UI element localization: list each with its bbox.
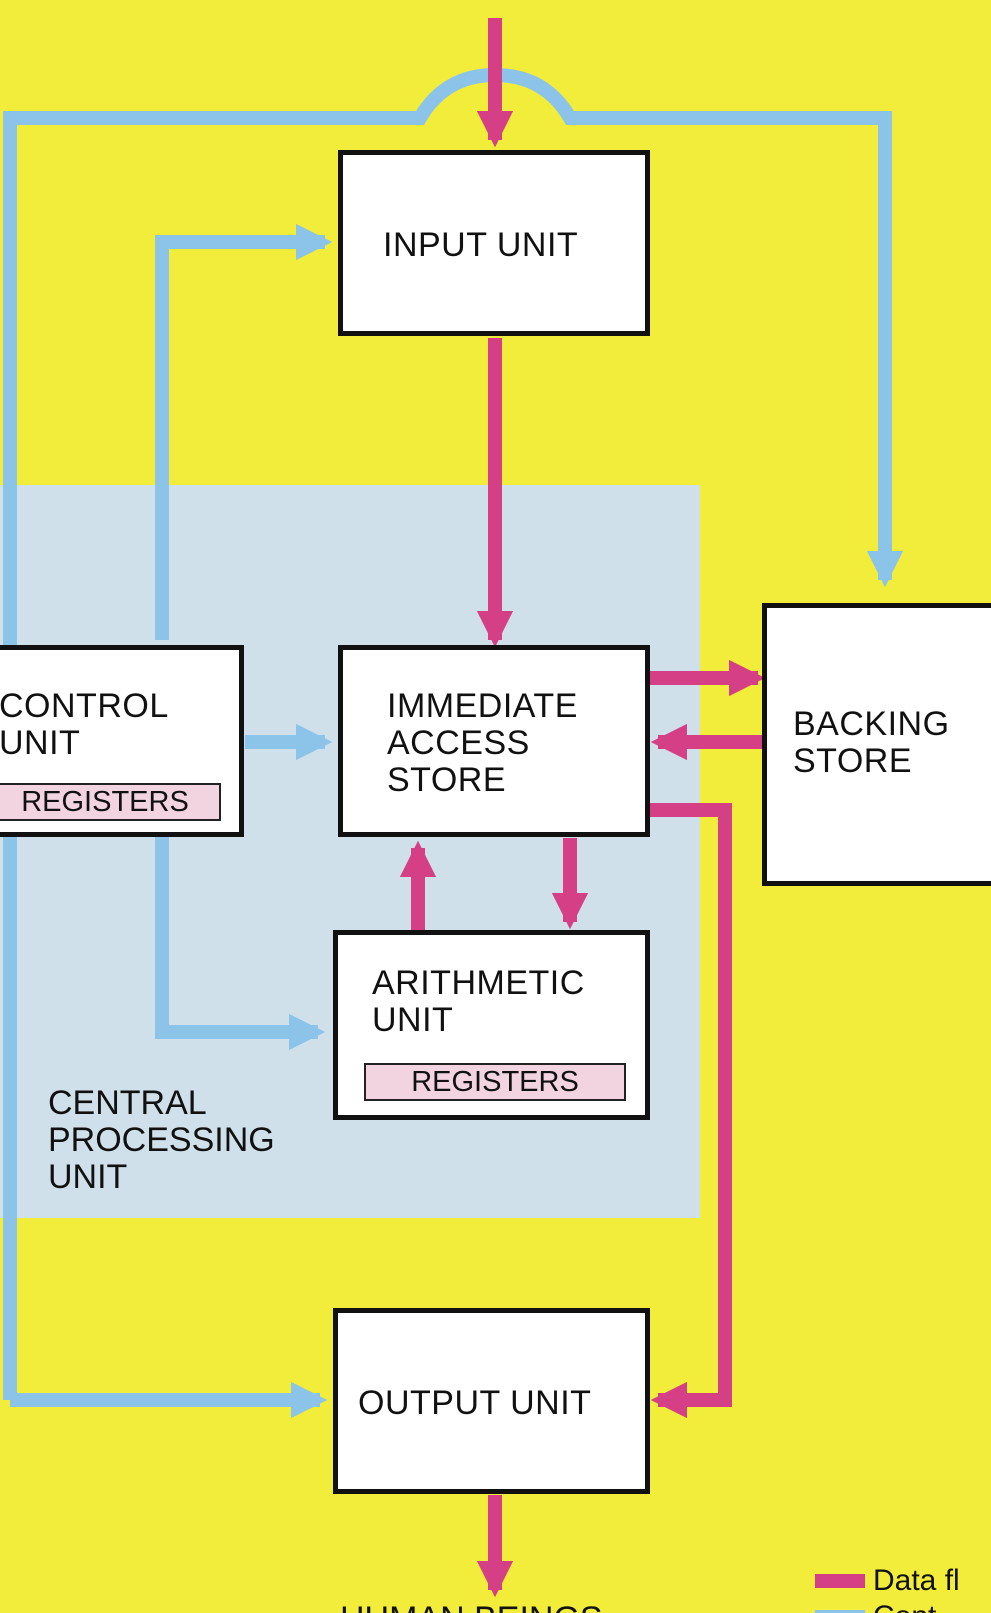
arithmetic-unit-label: ARITHMETIC UNIT [372, 964, 585, 1039]
legend-item-control: Cont [815, 1600, 936, 1613]
legend-label-data: Data fl [873, 1564, 960, 1597]
backing-store-label: BACKING STORE [793, 705, 950, 780]
input-unit-label: INPUT UNIT [383, 226, 579, 264]
cpu-region-label: CENTRAL PROCESSING UNIT [48, 1084, 275, 1196]
output-unit-box: OUTPUT UNIT [333, 1308, 650, 1494]
control-unit-label: CONTROL UNIT [0, 687, 169, 762]
immediate-access-store-label: IMMEDIATE ACCESS STORE [387, 687, 578, 799]
bottom-label: HUMAN BEINGS [340, 1600, 603, 1613]
data-line-ias-to-output [650, 803, 732, 1419]
legend-swatch-data [815, 1574, 865, 1588]
input-unit-box: INPUT UNIT [338, 150, 650, 336]
control-unit-box: CONTROL UNIT REGISTERS [0, 645, 244, 837]
arithmetic-unit-registers: REGISTERS [364, 1063, 626, 1101]
arithmetic-unit-box: ARITHMETIC UNIT REGISTERS [333, 930, 650, 1120]
control-line-to-arithmetic [155, 835, 326, 1051]
legend-swatch-control [815, 1610, 865, 1613]
legend-label-control: Cont [873, 1600, 936, 1613]
output-unit-label: OUTPUT UNIT [358, 1384, 592, 1422]
backing-store-box: BACKING STORE [762, 603, 991, 886]
legend-item-data: Data fl [815, 1564, 960, 1598]
control-unit-registers: REGISTERS [0, 783, 221, 821]
control-line-to-input [155, 223, 333, 640]
immediate-access-store-box: IMMEDIATE ACCESS STORE [338, 645, 650, 837]
